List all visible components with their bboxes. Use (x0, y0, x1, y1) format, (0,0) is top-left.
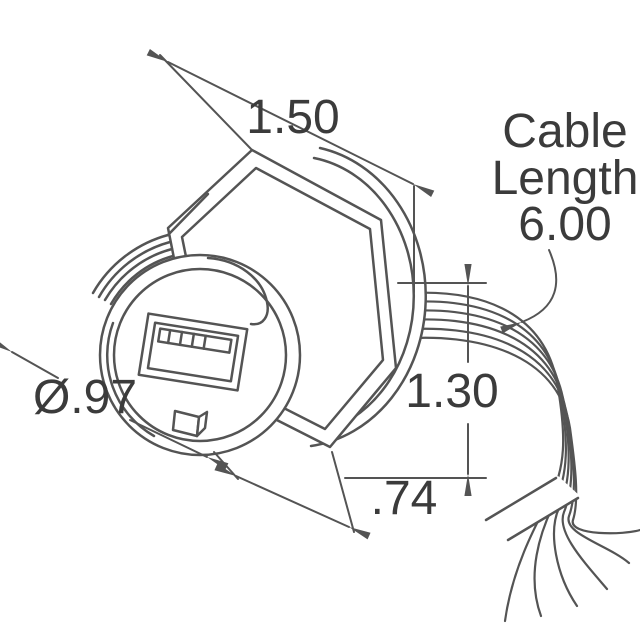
bayonet-slot (206, 256, 269, 326)
dim-line-width (146, 48, 435, 198)
cable-break-marks (484, 476, 580, 542)
dim-line-depth (214, 463, 371, 540)
usb-contact (190, 332, 196, 348)
dimension-diameter-label: Ø.97 (33, 371, 137, 424)
dimension-width-label: 1.50 (246, 91, 339, 144)
front-bezel-inner (112, 267, 288, 443)
usb-outer-shell (137, 312, 249, 392)
wire (395, 291, 565, 623)
cable-leader-arrow (500, 249, 558, 334)
usb-contact (178, 330, 184, 347)
wire (395, 300, 567, 618)
cable-length-value: 6.00 (518, 198, 611, 251)
usb-receptacle (137, 312, 249, 392)
bezel-detail-arc (105, 321, 156, 438)
dimension-height-label: 1.30 (405, 365, 498, 418)
dimension-annotations (0, 48, 558, 540)
cable-wires (395, 291, 640, 623)
usb-inner-shell (146, 321, 240, 383)
dim-line-diameter-right (129, 419, 229, 470)
key-tab (171, 409, 209, 438)
ext-line-depth-left (213, 451, 239, 480)
wire (395, 318, 609, 591)
cable-label-line1: Cable (502, 105, 627, 158)
wire (395, 309, 579, 608)
usb-contact (166, 328, 172, 345)
cable-label-line2: Length (492, 152, 639, 205)
ext-line-width-left (159, 54, 253, 151)
connector-illustration (91, 146, 640, 623)
front-bezel-outer (98, 253, 302, 457)
coupling-ring-threads (91, 192, 210, 306)
wire (395, 336, 640, 535)
usb-tongue (156, 327, 233, 354)
hex-nut-chamfer (180, 166, 385, 431)
dim-line-diameter-left (0, 338, 59, 379)
dimension-depth-label: .74 (371, 472, 438, 525)
usb-contact (202, 334, 207, 350)
